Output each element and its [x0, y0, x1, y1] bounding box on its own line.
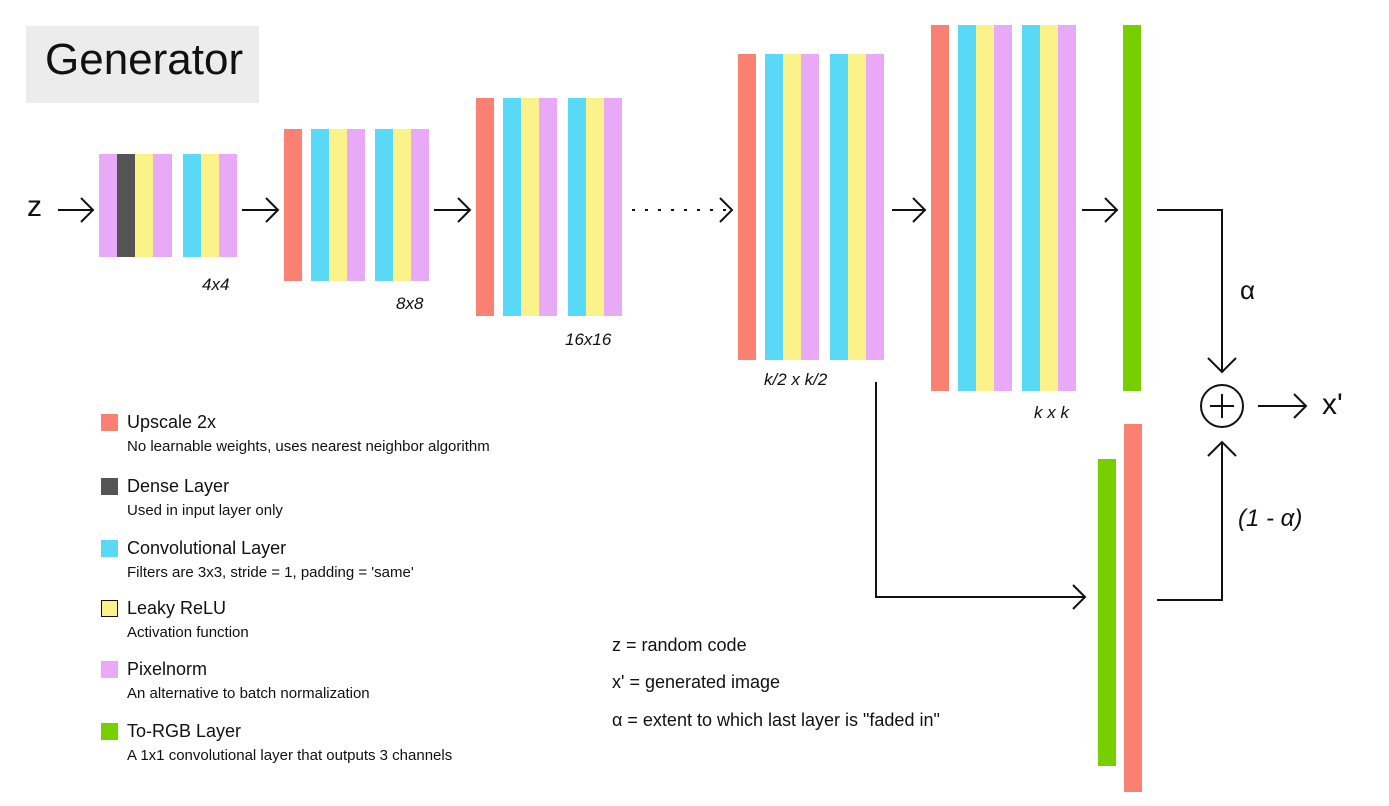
stage16-upscale [476, 98, 494, 316]
stage4-dense [117, 154, 135, 257]
stage8-block-b-conv [375, 129, 393, 281]
input-z-label: z [27, 190, 42, 223]
stagehalf-block-a-leaky-relu [783, 54, 801, 360]
stage8-block-a-leaky-relu [329, 129, 347, 281]
legend-desc: An alternative to batch normalization [127, 685, 370, 702]
stagek-block-b-leaky-relu [1040, 25, 1058, 391]
arrow-4-8-head [265, 197, 280, 223]
stagehalf-block-b-conv [830, 54, 848, 360]
stage-label-8x8: 8x8 [396, 294, 424, 313]
stage16-block-b-conv [568, 98, 586, 316]
stagek-block-a-pixelnorm [994, 25, 1012, 391]
stage16-block-a-pixelnorm [539, 98, 557, 316]
stage8-block-b-pixelnorm [411, 129, 429, 281]
stage16-block-a-conv [503, 98, 521, 316]
arrow-k-rgb-head [1104, 197, 1119, 223]
arrow-z-head [80, 197, 95, 223]
one-minus-alpha-label: (1 - α) [1238, 505, 1303, 532]
diagram-title: Generator [45, 35, 244, 84]
torgb-top [1123, 25, 1141, 391]
skip-path [875, 382, 1085, 598]
legend-desc: Used in input layer only [127, 502, 283, 519]
arrow-output-head [1293, 393, 1308, 419]
legend-desc: No learnable weights, uses nearest neigh… [127, 438, 490, 455]
stage16-block-a-leaky-relu [521, 98, 539, 316]
definition-alpha: α = extent to which last layer is "faded… [612, 710, 940, 730]
stage-label-4x4: 4x4 [202, 275, 230, 294]
definition-x: x' = generated image [612, 672, 781, 692]
legend-swatch-conv [101, 540, 118, 557]
stagek-block-a-leaky-relu [976, 25, 994, 391]
alpha-label: α [1240, 275, 1256, 305]
stage8-upscale [284, 129, 302, 281]
stage16-block-b-leaky-relu [586, 98, 604, 316]
title-box [26, 26, 259, 103]
upscale-bottom [1124, 424, 1142, 792]
arrow-8-16-head [457, 197, 472, 223]
stagek-upscale [931, 25, 949, 391]
stage8-block-a-pixelnorm [347, 129, 365, 281]
legend-title: Upscale 2x [127, 412, 217, 432]
stage8-block-b-leaky-relu [393, 129, 411, 281]
legend-swatch-to-rgb [101, 723, 118, 740]
stagehalf-block-b-pixelnorm [866, 54, 884, 360]
stage4-block-pixelnorm [219, 154, 237, 257]
alpha-path [1157, 209, 1223, 372]
legend-swatch-pixelnorm [101, 661, 118, 678]
arrow-half-k-head [912, 197, 927, 223]
legend-title: Leaky ReLU [127, 598, 227, 618]
skip-arrowhead [1072, 584, 1087, 610]
definition-z: z = random code [612, 635, 747, 655]
stagek-block-b-pixelnorm [1058, 25, 1076, 391]
stage-label-k: k x k [1034, 403, 1069, 422]
legend-title: Convolutional Layer [127, 538, 287, 558]
output-x-label: x' [1322, 388, 1343, 421]
stagehalf-block-a-conv [765, 54, 783, 360]
stagehalf-block-a-pixelnorm [801, 54, 819, 360]
stage8-block-a-conv [311, 129, 329, 281]
stage4-leaky-relu-a [135, 154, 153, 257]
stagehalf-upscale [738, 54, 756, 360]
legend-swatch-leaky-relu [101, 600, 118, 617]
arrow-dots-head [719, 197, 734, 223]
stage4-block-leaky-relu [201, 154, 219, 257]
legend-title: Pixelnorm [127, 659, 208, 679]
legend-title: To-RGB Layer [127, 721, 242, 741]
one-minus-alpha-arrowhead [1207, 440, 1237, 457]
stage-label-half-k: k/2 x k/2 [764, 370, 828, 389]
stage4-pixelnorm-b [153, 154, 172, 257]
legend-swatch-dense [101, 478, 118, 495]
legend-title: Dense Layer [127, 476, 230, 496]
legend-desc: A 1x1 convolutional layer that outputs 3… [127, 747, 453, 764]
stage4-pixelnorm-a [99, 154, 117, 257]
stagehalf-block-b-leaky-relu [848, 54, 866, 360]
stage4-block-conv [183, 154, 201, 257]
alpha-arrowhead [1207, 357, 1237, 374]
stagek-block-b-conv [1022, 25, 1040, 391]
torgb-bottom [1098, 459, 1116, 766]
one-minus-alpha-path [1157, 442, 1223, 601]
stage-label-16x16: 16x16 [565, 330, 612, 349]
legend-swatch-upscale [101, 414, 118, 431]
stage16-block-b-pixelnorm [604, 98, 622, 316]
legend-desc: Activation function [127, 624, 249, 641]
stagek-block-a-conv [958, 25, 976, 391]
legend-desc: Filters are 3x3, stride = 1, padding = '… [127, 564, 414, 581]
